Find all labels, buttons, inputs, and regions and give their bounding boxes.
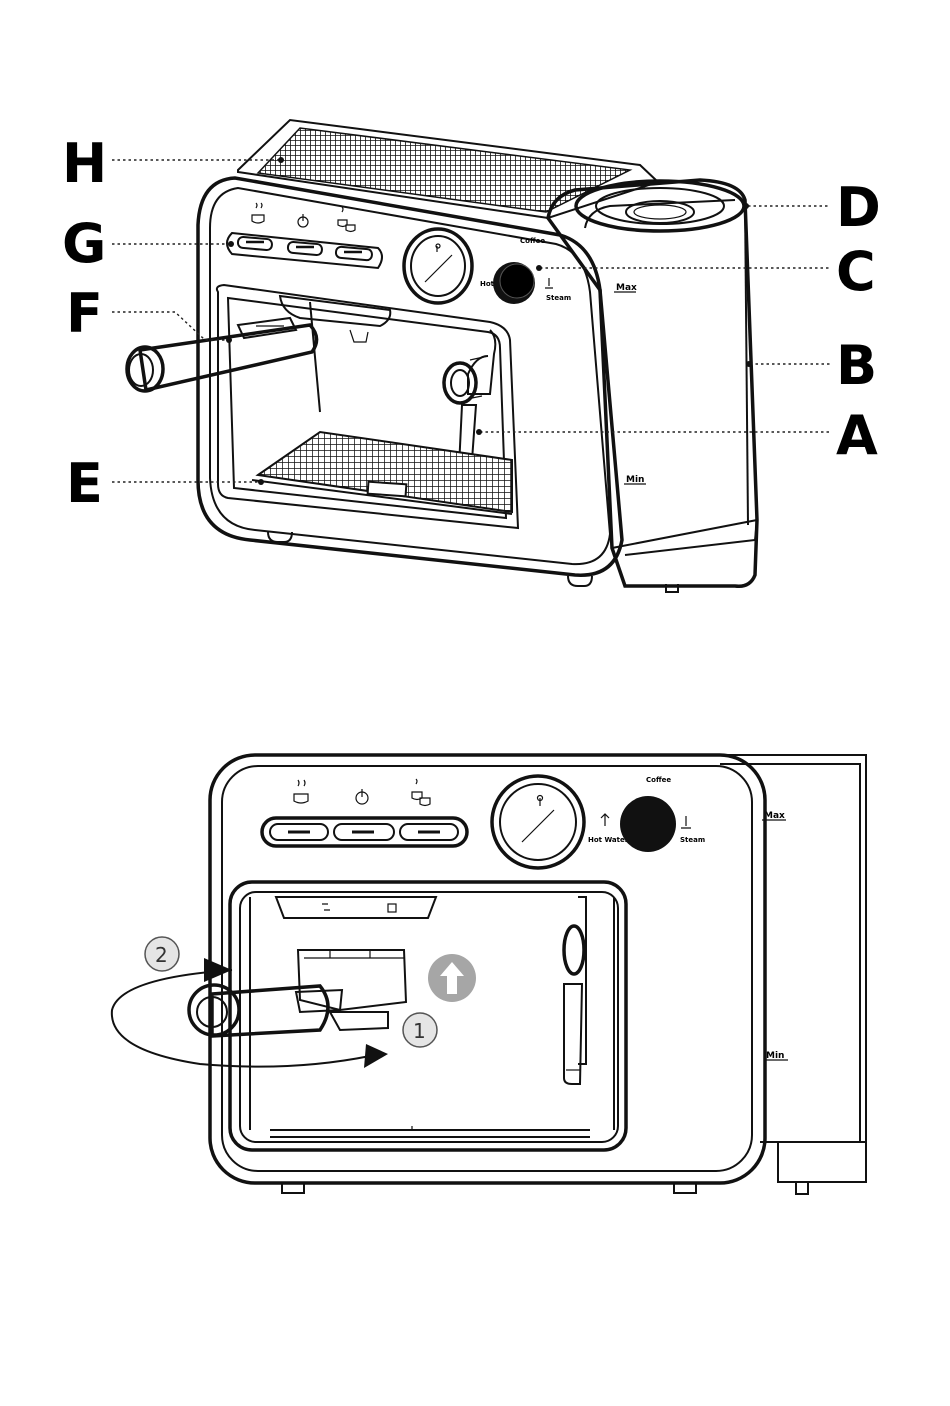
coffee-cup-icon bbox=[294, 780, 308, 803]
selector-knob[interactable] bbox=[620, 796, 676, 852]
machine-overview: Coffee Steam Hot Water bbox=[62, 120, 881, 592]
hot-water-icon bbox=[601, 814, 609, 826]
callout-c: C bbox=[836, 240, 876, 303]
svg-text:1: 1 bbox=[413, 1019, 426, 1043]
pressure-gauge-icon bbox=[492, 776, 584, 868]
callout-g: G bbox=[62, 212, 106, 275]
steam-icon bbox=[322, 904, 330, 910]
double-cup-icon bbox=[338, 207, 355, 232]
pressure-gauge-icon bbox=[404, 229, 472, 303]
steam-wand[interactable] bbox=[564, 897, 586, 1084]
step-2-marker: 2 bbox=[145, 937, 179, 971]
steam-icon bbox=[681, 816, 691, 828]
power-button[interactable] bbox=[288, 242, 323, 256]
water-tank-side bbox=[720, 755, 866, 1142]
steam-label-front: Steam bbox=[680, 836, 705, 844]
double-cup-button[interactable] bbox=[336, 246, 373, 260]
callout-d: D bbox=[836, 176, 881, 239]
water-tank[interactable]: Max Min bbox=[548, 180, 757, 586]
steam-icon bbox=[545, 278, 553, 288]
double-cup-icon bbox=[412, 779, 430, 806]
svg-text:2: 2 bbox=[155, 943, 168, 967]
up-arrow-icon bbox=[428, 954, 476, 1002]
step-1-marker: 1 bbox=[403, 1013, 437, 1047]
lock-icon bbox=[388, 904, 396, 912]
steam-label: Steam bbox=[546, 294, 571, 302]
portafilter-insertion-diagram: Max Min bbox=[112, 755, 866, 1194]
hot-water-label-front: Hot Water bbox=[588, 836, 629, 844]
callout-f: F bbox=[66, 282, 103, 345]
foot bbox=[568, 576, 592, 586]
callout-b: B bbox=[836, 334, 877, 397]
coffee-label: Coffee bbox=[520, 237, 545, 245]
coffee-cup-icon bbox=[252, 203, 264, 223]
callout-h: H bbox=[62, 132, 107, 195]
coffee-label-front: Coffee bbox=[646, 776, 671, 784]
control-buttons[interactable] bbox=[262, 818, 467, 846]
group-head bbox=[276, 897, 436, 918]
callout-a: A bbox=[836, 404, 878, 467]
control-buttons[interactable] bbox=[227, 233, 382, 268]
portafilter[interactable] bbox=[127, 318, 317, 391]
single-cup-button[interactable] bbox=[238, 237, 273, 251]
power-icon bbox=[356, 789, 368, 804]
power-icon bbox=[298, 214, 308, 227]
callout-e: E bbox=[66, 452, 103, 515]
